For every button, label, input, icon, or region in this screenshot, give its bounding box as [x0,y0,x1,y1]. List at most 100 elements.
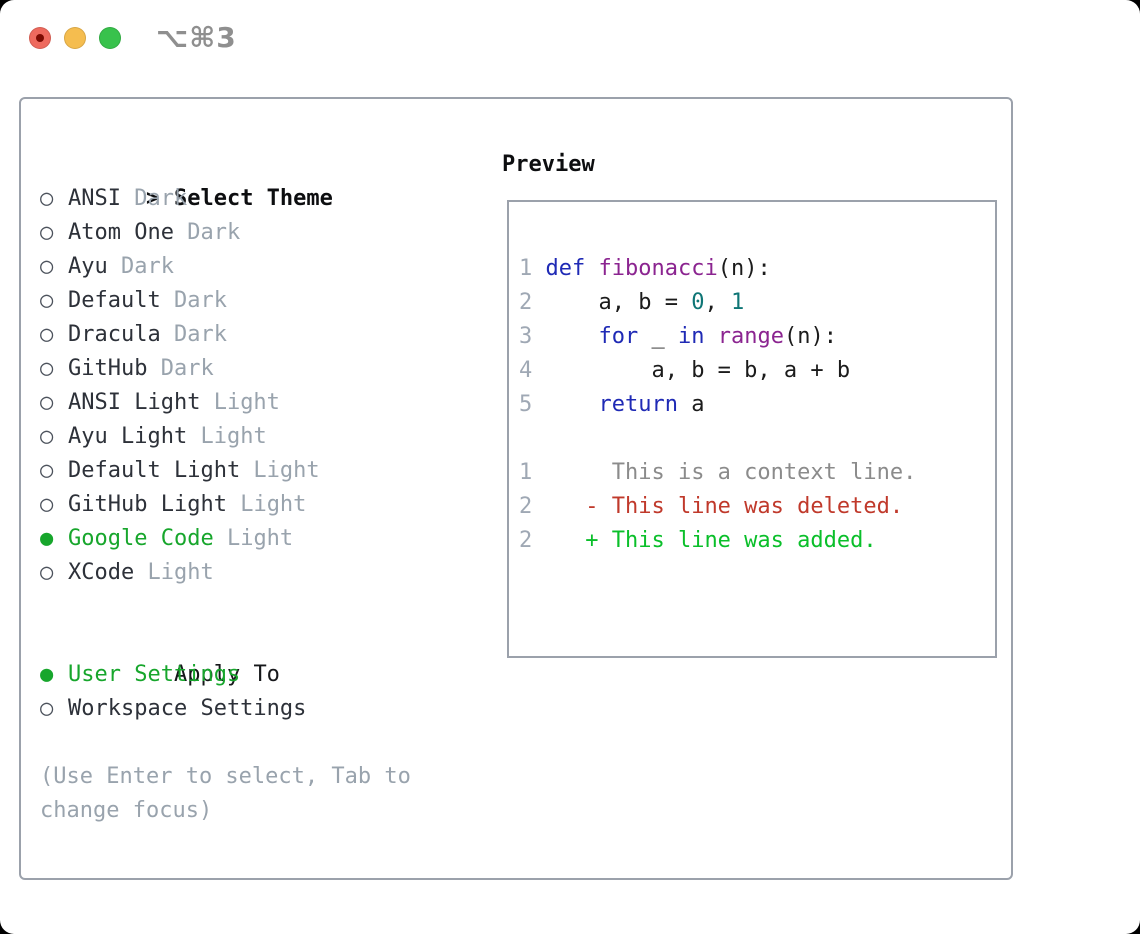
code-token: range [717,324,784,349]
radio-unselected-icon: ○ [40,696,54,721]
line-number: 1 [519,256,546,281]
theme-name: ANSI [68,186,121,211]
theme-name: Atom One [68,220,174,245]
radio-unselected-icon: ○ [40,288,54,313]
code-token: a, b = [545,290,692,315]
line-number: 5 [519,392,546,417]
theme-tag: Light [240,458,320,483]
code-line: 5 return a [519,388,995,422]
radio-unselected-icon: ○ [40,424,54,449]
select-theme-title: Select Theme [173,186,333,211]
code-token [546,324,599,349]
line-number: 3 [519,324,546,349]
code-line: 4 a, b = b, a + b [519,354,995,388]
zoom-button-icon[interactable] [99,26,121,49]
apply-to-option[interactable]: ● User Settings [40,658,490,692]
apply-to-name: Workspace Settings [68,696,307,721]
theme-option[interactable]: ○ANSI Dark [40,182,490,216]
diff-line: 2 + This line was added. [519,524,995,558]
diff-text: + This line was added. [585,528,877,553]
theme-tag: Light [226,492,307,517]
theme-option[interactable]: ○ GitHub Dark [40,352,490,386]
theme-tag: Light [200,390,280,415]
radio-selected-icon: ● [40,662,54,687]
theme-option[interactable]: ○ Atom One Dark [40,216,490,250]
window-title: ⌥⌘3 [156,21,237,54]
theme-option[interactable]: ○ Default Dark [40,284,490,318]
theme-name: GitHub Light [68,492,227,517]
apply-to-name: User Settings [68,662,241,687]
spacer [40,726,490,760]
apply-to-option[interactable]: ○ Workspace Settings [40,692,490,726]
select-theme-header: > Select Theme [40,148,490,211]
title-bar: ⌥⌘3 [0,0,1140,75]
diff-text: This is a context line. [585,460,917,485]
traffic-lights [29,26,121,49]
theme-option[interactable]: ○Default Light Light [40,454,490,488]
theme-option[interactable]: ○ GitHub Light Light [40,488,490,522]
theme-tag: Dark [120,186,188,211]
code-token: def [545,256,586,281]
theme-name: XCode [68,560,135,585]
code-token [546,392,599,417]
theme-tag: Dark [147,356,214,381]
theme-option[interactable]: ●Google Code Light [40,522,490,556]
focus-caret-icon: > [145,186,160,211]
radio-unselected-icon: ○ [40,356,54,381]
theme-name: Ayu Light [68,424,188,449]
diff-line: 1 This is a context line. [519,456,995,490]
code-token: for [598,324,639,349]
line-number: 1 [519,460,586,485]
keyboard-hint: (Use Enter to select, Tab to change focu… [40,764,411,823]
diff-line: 2 - This line was deleted. [519,490,995,524]
code-token: a, b = b, a + b [545,358,851,383]
radio-unselected-icon: ○ [40,220,54,245]
code-token: , [704,290,731,315]
apply-to-title: Apply To [173,662,280,687]
code-token: a [677,392,705,417]
radio-unselected-icon: ○ [40,322,54,347]
code-token: (n): [783,324,837,349]
code-token: (n): [717,256,771,281]
theme-name: Default [68,288,161,313]
close-dot-icon [36,33,44,42]
theme-tag: Light [134,560,214,585]
preview-header: Preview [502,152,595,177]
theme-name: ANSI Light [68,390,201,415]
line-number: 2 [519,494,586,519]
radio-unselected-icon: ○ [40,560,54,585]
close-button-icon[interactable] [29,26,51,49]
code-token: _ [638,324,678,349]
line-number: 2 [519,528,586,553]
theme-tag: Dark [160,288,227,313]
radio-unselected-icon: ○ [40,492,54,517]
theme-name: Ayu [68,254,108,279]
theme-option[interactable]: ○ XCode Light [40,556,490,590]
theme-option[interactable]: ○ Ayu Light Light [40,420,490,454]
apply-to-list: ● User Settings ○ Workspace Settings [40,658,490,726]
minimize-button-icon[interactable] [64,26,86,49]
theme-option[interactable]: ○Dracula Dark [40,318,490,352]
apply-to-header: Apply To [40,624,490,687]
theme-name: GitHub [68,356,148,381]
line-number: 2 [519,290,546,315]
spacer [519,422,995,456]
code-token [704,324,717,349]
theme-option[interactable]: ○ ANSI Light Light [40,386,490,420]
theme-tag: Dark [173,220,241,245]
theme-name: Default Light [68,458,241,483]
radio-unselected-icon: ○ [40,390,54,415]
code-line: 1 def fibonacci(n): [519,252,995,286]
right-column: Preview [502,148,595,182]
code-token: return [598,392,678,417]
code-token: fibonacci [598,256,718,281]
theme-name: Google Code [68,526,214,551]
theme-tag: Light [187,424,267,449]
diff-preview: 1 This is a context line.2 - This line w… [519,456,995,558]
code-token [585,256,598,281]
theme-tag: Dark [107,254,174,279]
theme-option[interactable]: ○Ayu Dark [40,250,490,284]
